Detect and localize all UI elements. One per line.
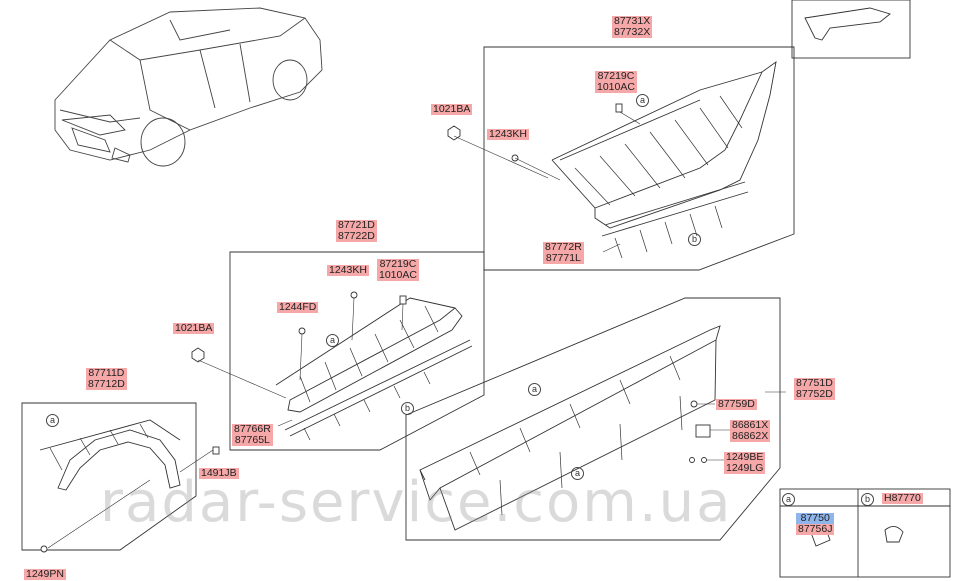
part-label-1243kh[interactable]: 1243KH [487, 128, 529, 140]
rear-garnish-hatching [574, 95, 743, 259]
part-label-1021ba[interactable]: 1021BA [173, 322, 215, 334]
callout-b: b [688, 233, 701, 246]
fasteners [40, 103, 904, 553]
legend-a: a [782, 493, 795, 506]
wheel-arch-molding-drawing [39, 419, 181, 491]
frame-top-right [791, 0, 911, 59]
rear-door-garnish-drawing [551, 60, 777, 237]
leader-lines [47, 111, 786, 549]
part-label-87759d[interactable]: 87759D [716, 398, 757, 410]
callout-a: a [528, 383, 541, 396]
callout-b: b [401, 402, 414, 415]
legend-b: b [861, 493, 874, 506]
front-garnish-hatching [299, 305, 439, 441]
frame-legend [779, 488, 951, 578]
part-label-h87770[interactable]: H87770 [882, 492, 923, 504]
front-door-garnish-drawing [275, 297, 473, 437]
part-label-1491jb[interactable]: 1491JB [199, 467, 239, 479]
frame-rear-garnish [483, 46, 795, 271]
frame-wheel-molding [21, 402, 197, 551]
frame-front-garnish [229, 251, 485, 451]
part-label-1243kh[interactable]: 1243KH [327, 264, 369, 276]
part-label-1244fd[interactable]: 1244FD [277, 301, 319, 313]
part-label-1249pn[interactable]: 1249PN [24, 568, 66, 580]
side-sill-drawing [419, 325, 721, 531]
part-label-1021ba[interactable]: 1021BA [431, 103, 473, 115]
vehicle-illustration [54, 7, 323, 167]
callout-a: a [326, 334, 339, 347]
frame-side-sill [405, 297, 781, 541]
callout-a: a [571, 467, 584, 480]
callout-a: a [46, 414, 59, 427]
callout-a: a [636, 94, 649, 107]
